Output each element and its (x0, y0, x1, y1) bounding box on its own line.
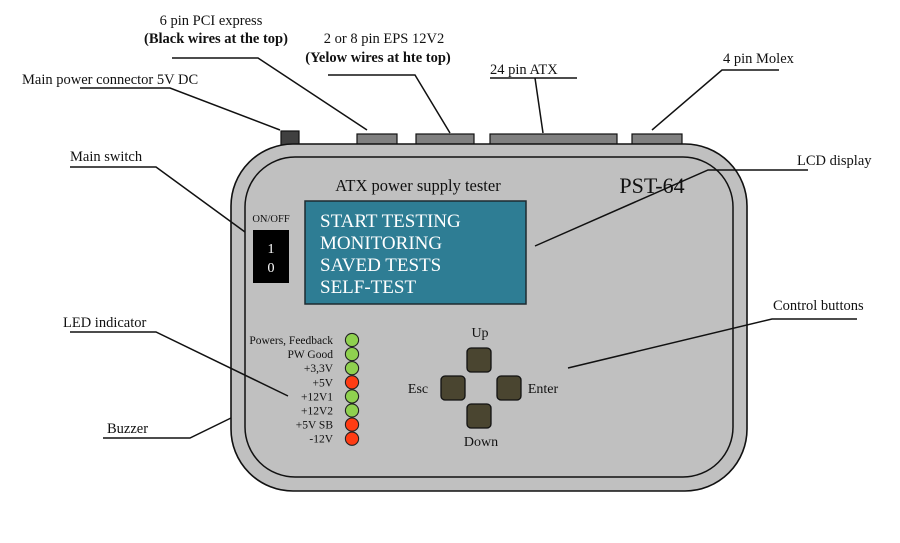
callout-eps-note: (Yelow wires at hte top) (305, 50, 451, 66)
up-label: Up (471, 326, 488, 341)
control-pad: Up Esc Enter Down (408, 326, 559, 450)
callout-line-molex (651, 69, 779, 131)
led-red (344, 431, 360, 446)
lcd-menu-item[interactable]: SELF-TEST (320, 277, 416, 298)
switch-label: ON/OFF (252, 214, 290, 225)
led-label: Powers, Feedback (249, 335, 333, 347)
callout-line-main-switch (70, 166, 246, 233)
callout-control-buttons: Control buttons (773, 298, 864, 314)
down-button[interactable] (466, 403, 492, 429)
callout-led-indicator: LED indicator (63, 315, 147, 331)
led-label: +3,3V (304, 363, 334, 375)
led-label: +5V (312, 377, 333, 389)
callout-line-lcd (534, 169, 808, 247)
esc-label: Esc (408, 382, 428, 397)
callout-main-power: Main power connector 5V DC (22, 72, 198, 88)
led-green (344, 361, 360, 376)
callout-buzzer: Buzzer (107, 421, 148, 437)
led-green (344, 332, 360, 348)
led-label: PW Good (288, 349, 334, 361)
callout-line-atx-leader (534, 77, 544, 134)
callout-eps: 2 or 8 pin EPS 12V2 (324, 31, 444, 47)
callout-main-switch: Main switch (70, 149, 143, 165)
led-label: +5V SB (296, 420, 334, 432)
callout-line-eps (328, 74, 451, 134)
switch-off-glyph: 0 (268, 261, 275, 276)
callout-line-buzzer (103, 417, 232, 439)
dc-power-connector (280, 130, 300, 146)
main-switch[interactable]: 1 0 (253, 230, 289, 283)
led-red (344, 417, 360, 432)
lcd-menu-item[interactable]: START TESTING (320, 211, 461, 232)
callout-line-control (567, 318, 857, 369)
callout-line-main-power (80, 87, 281, 131)
led-green (344, 346, 360, 362)
callout-line-led (70, 331, 289, 397)
device-title: ATX power supply tester (335, 176, 501, 195)
callout-atx24: 24 pin ATX (490, 62, 558, 78)
enter-button[interactable] (496, 375, 522, 401)
lcd-menu-item[interactable]: MONITORING (320, 233, 442, 254)
down-label: Down (464, 435, 498, 450)
switch-on-glyph: 1 (268, 242, 275, 257)
callout-line-pci (172, 57, 368, 131)
callout-pci-express-note: (Black wires at the top) (144, 31, 288, 47)
device-face-border (244, 156, 734, 478)
esc-button[interactable] (440, 375, 466, 401)
callout-molex: 4 pin Molex (723, 51, 795, 67)
led-indicator-panel: Powers, Feedback PW Good +3,3V +5V +12V1 +12V… (249, 332, 360, 446)
enter-label: Enter (528, 382, 559, 397)
led-label: -12V (309, 434, 333, 446)
lcd-display: START TESTING MONITORING SAVED TESTS SEL… (304, 200, 527, 305)
led-green (344, 403, 360, 418)
callout-pci-express: 6 pin PCI express (160, 13, 263, 29)
led-label: +12V1 (301, 391, 333, 403)
lcd-menu-item[interactable]: SAVED TESTS (320, 255, 441, 276)
led-label: +12V2 (301, 406, 333, 418)
up-button[interactable] (466, 347, 492, 373)
led-green (344, 389, 360, 404)
led-red (344, 375, 360, 390)
callout-lcd-display: LCD display (797, 153, 872, 169)
